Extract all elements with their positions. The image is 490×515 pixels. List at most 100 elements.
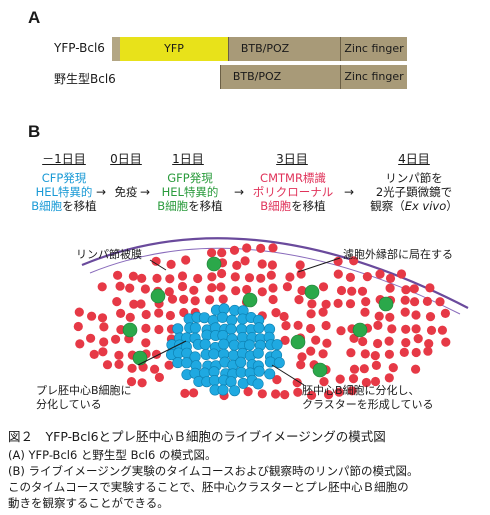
lymph-node-schematic	[73, 237, 469, 401]
day-3-heading: 3日目	[276, 152, 308, 166]
red-cell	[271, 389, 281, 399]
red-cell	[279, 311, 289, 322]
capsule-line	[81, 237, 469, 309]
green-cell	[290, 334, 306, 350]
red-cell	[136, 299, 146, 309]
red-cell	[294, 295, 304, 305]
green-cell	[312, 362, 328, 378]
red-cell	[374, 311, 384, 321]
red-cell	[435, 297, 445, 307]
linker-segment	[300, 37, 340, 61]
red-cell	[190, 296, 200, 306]
red-cell	[111, 334, 121, 344]
red-cell	[127, 363, 137, 373]
step-line: HEL特異的	[35, 185, 93, 199]
red-cell	[423, 346, 433, 356]
red-cell	[218, 294, 228, 304]
red-cell	[181, 255, 191, 265]
blue-cell	[217, 384, 229, 396]
red-cell	[411, 347, 421, 358]
blue-cell	[252, 378, 264, 390]
green-cell	[352, 322, 368, 338]
linker-segment	[292, 65, 340, 89]
step-cmtmr-transfer: CMTMR標識 ポリクローナル B細胞を移植	[246, 171, 340, 213]
red-cell	[282, 282, 292, 292]
red-cell	[257, 389, 267, 399]
red-cell	[141, 309, 151, 320]
red-cell	[113, 270, 123, 280]
step-line: B細胞を移植	[157, 199, 223, 213]
red-cell	[193, 273, 203, 284]
red-cell	[387, 324, 397, 334]
red-cell	[373, 338, 383, 349]
red-cell	[115, 281, 125, 291]
red-cell	[396, 269, 407, 279]
capsule-label: リンパ節被膜	[76, 248, 142, 261]
red-cell	[180, 388, 190, 398]
red-cell	[268, 283, 278, 293]
red-cell	[87, 311, 97, 321]
red-cell	[216, 282, 226, 292]
red-cell	[154, 372, 164, 382]
blue-cell	[199, 338, 211, 350]
red-cell	[154, 324, 164, 335]
green-cell	[132, 350, 148, 366]
red-cell	[97, 282, 107, 292]
label-line: クラスターを形成している	[302, 398, 434, 411]
red-cell	[74, 307, 84, 317]
red-cell	[411, 310, 421, 320]
green-cell	[206, 256, 222, 272]
red-cell	[73, 321, 83, 332]
red-cell	[268, 243, 278, 253]
step-line: リンパ節を	[385, 171, 443, 185]
red-cell	[272, 375, 282, 385]
red-cell	[385, 273, 396, 283]
red-cell	[357, 286, 368, 296]
red-cell	[137, 273, 147, 283]
red-cell	[336, 326, 346, 336]
red-cell	[267, 260, 277, 270]
step-line: 観察（Ex vivo）	[370, 199, 458, 213]
red-cell	[129, 299, 139, 309]
red-cell	[293, 320, 303, 330]
blue-cell	[181, 357, 193, 369]
red-cell	[164, 360, 174, 370]
red-cell	[425, 312, 436, 322]
green-cell	[150, 288, 166, 304]
red-cell	[297, 352, 307, 362]
red-cell	[347, 386, 357, 396]
step-line: 2光子顕微鏡で	[375, 185, 453, 199]
step-line: ポリクローナル	[252, 185, 334, 199]
step-line: CMTMR標識	[260, 171, 326, 185]
red-cell	[401, 324, 411, 334]
btb-poz-domain: BTB/POZ	[220, 65, 293, 89]
blue-cell	[229, 385, 241, 397]
red-cell	[141, 338, 151, 348]
red-cell	[349, 256, 359, 266]
green-cell	[122, 322, 138, 338]
red-cell	[437, 325, 447, 335]
wt-bcl6-label: 野生型Bcl6	[54, 72, 116, 86]
blue-cell	[264, 368, 276, 380]
step-line: CFP発現	[41, 171, 87, 185]
red-cell	[230, 272, 240, 282]
red-cell	[292, 378, 302, 388]
red-cell	[333, 269, 343, 279]
btb-poz-domain: BTB/POZ	[228, 37, 301, 61]
red-cell	[319, 377, 329, 387]
blue-cell	[217, 311, 229, 323]
red-cell	[102, 360, 113, 370]
red-cell	[348, 374, 359, 384]
red-cell	[318, 349, 328, 359]
red-cell	[349, 364, 360, 374]
red-cell	[75, 339, 85, 349]
figure-title: 図２ YFP-Bcl6とプレ胚中心Ｂ細胞のライブイメージングの模式図	[8, 429, 386, 444]
red-cell	[165, 274, 175, 284]
red-cell	[400, 307, 410, 317]
step-immunize: 免疫	[114, 185, 138, 199]
red-cell	[207, 248, 217, 258]
arrow-icon: →	[234, 185, 245, 199]
red-cell	[166, 259, 176, 269]
red-cell	[306, 346, 316, 356]
red-cell	[401, 338, 411, 348]
